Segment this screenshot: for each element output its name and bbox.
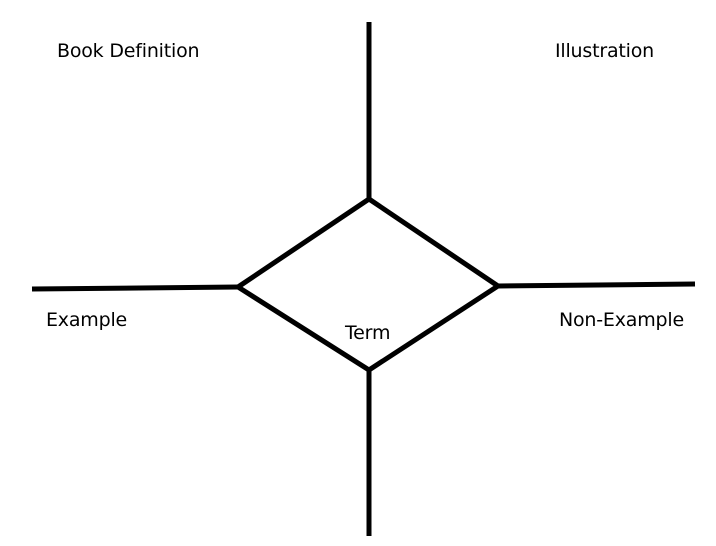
horizontal-divider-left [31, 284, 239, 292]
non-example-label: Non-Example [559, 309, 684, 331]
illustration-label: Illustration [555, 40, 655, 62]
book-definition-label: Book Definition [57, 40, 200, 62]
term-diamond [233, 195, 503, 373]
horizontal-divider-right [497, 281, 696, 289]
term-label: Term [345, 322, 391, 344]
example-label: Example [46, 309, 128, 331]
